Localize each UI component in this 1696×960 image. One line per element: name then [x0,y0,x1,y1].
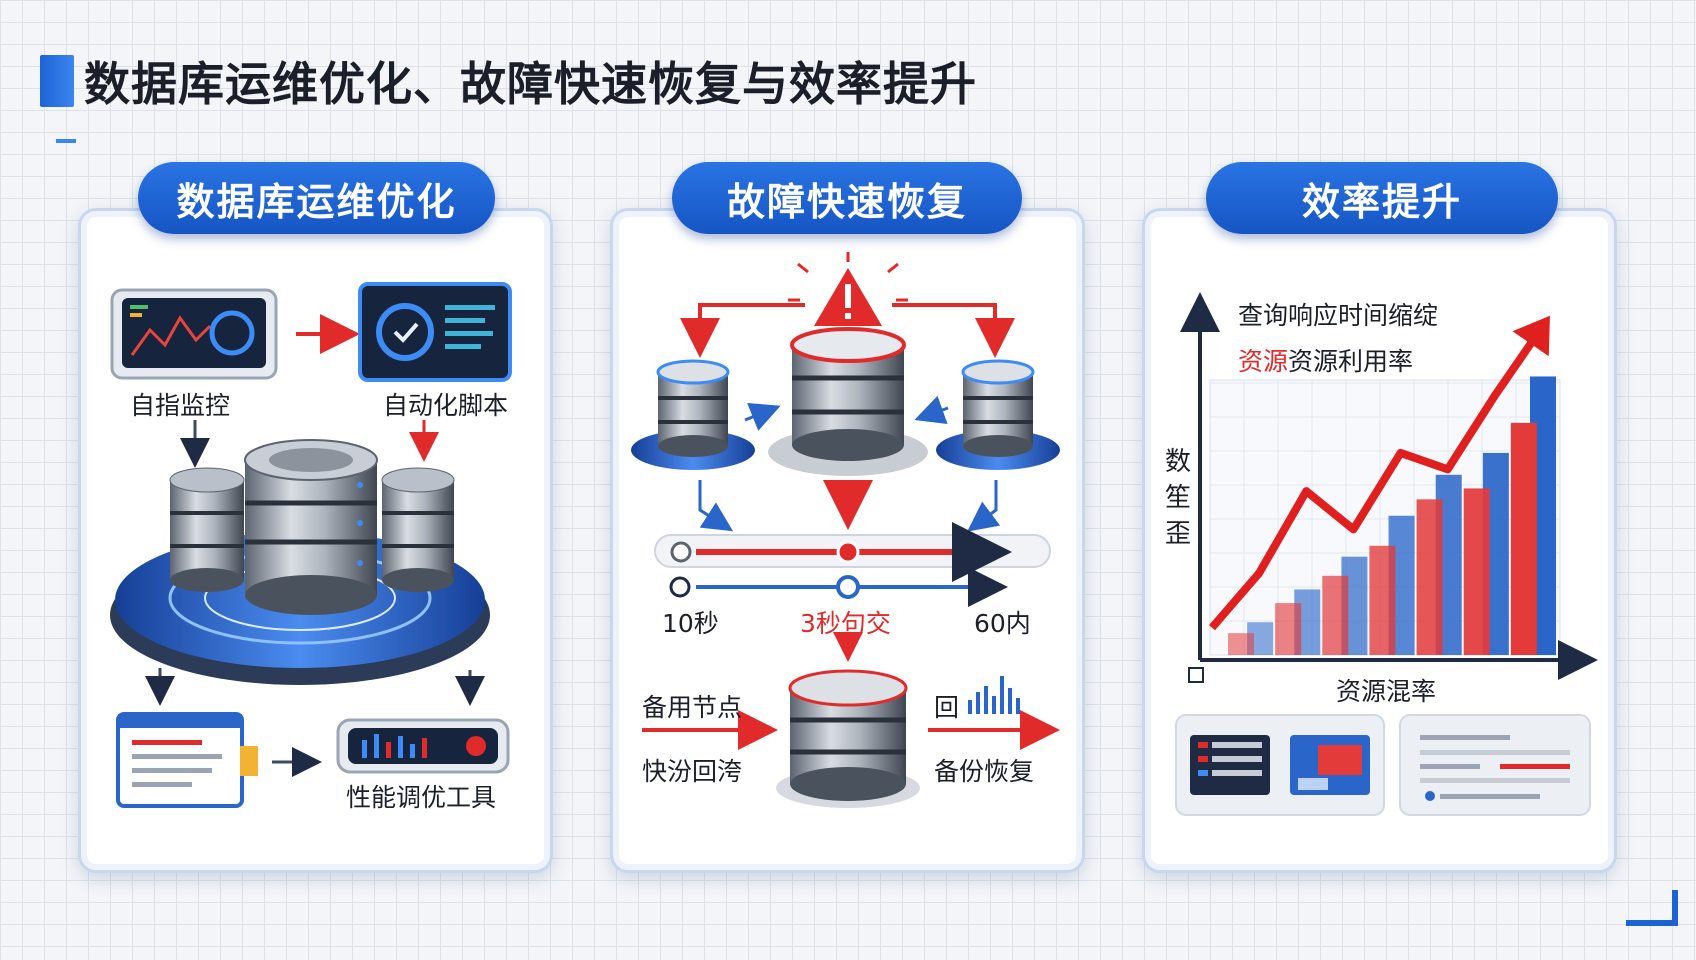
timeline-label-1: 10秒 [662,609,719,638]
chart-bar-1-2 [1322,575,1349,655]
monitor-dashboard-icon [110,288,278,380]
legend-query-response: 查询响应时间缩绽 [1238,301,1439,330]
script-screen-icon [358,282,512,382]
warning-icon [788,252,908,326]
chart-y-axis-label: 数笙歪 [1165,447,1192,549]
chart-bar-1-4 [1416,499,1443,655]
page-title: 数据库运维优化、故障快速恢复与效率提升 [84,57,977,111]
label-backup-restore: 备份恢复 [934,757,1035,786]
panel-db-ops-title: 数据库运维优化 [138,162,495,234]
right-server-icon [936,359,1060,470]
label-standby-node: 备用节点 [642,693,743,722]
server-cluster-icon [110,439,490,685]
chart-bar-1-5 [1463,488,1490,655]
trend-line [1208,325,1546,631]
tuning-tool-icon [336,718,510,774]
trend-arrow-head [1512,315,1550,357]
document-window-icon [116,712,258,808]
label-automation-script: 自动化脚本 [383,391,509,420]
chart-bar-1-1 [1275,603,1302,655]
label-hui: 回 [934,693,960,722]
label-monitoring: 自指监控 [130,391,231,420]
title-underline [56,139,76,143]
main-title-area: 数据库运维优化、故障快速恢复与效率提升 [40,48,977,114]
signal-bars-icon [968,676,1020,714]
legend-resource-utilization: 资源资源利用率 [1238,342,1413,378]
failed-server-icon [768,327,928,476]
legend-resource-rest: 资源利用率 [1288,347,1414,376]
chart-bar-1-3 [1369,545,1396,655]
chart-bar-1-6 [1510,422,1537,655]
label-fast-rollback: 快汾回洿 [642,757,743,786]
report-card-right [1399,714,1591,816]
legend-resource-red: 资源 [1238,347,1289,376]
chart-x-axis-label: 资源混率 [1336,677,1437,706]
chart-bar-1-0 [1228,633,1254,655]
backup-server-icon [776,669,920,808]
report-card-left [1175,714,1385,816]
recovery-timeline [654,522,1051,607]
panel-fault-recovery-title: 故障快速恢复 [672,162,1022,234]
title-accent-bar [40,55,74,107]
corner-decoration [1626,890,1678,926]
panel-efficiency-title: 效率提升 [1206,162,1558,234]
chart-bars [1228,376,1556,655]
efficiency-chart [1180,292,1598,683]
left-server-icon [631,359,755,470]
timeline-label-2: 3秒句交 [800,609,891,638]
label-tuning-tool: 性能调优工具 [346,783,497,812]
timeline-label-3: 60内 [974,609,1031,638]
